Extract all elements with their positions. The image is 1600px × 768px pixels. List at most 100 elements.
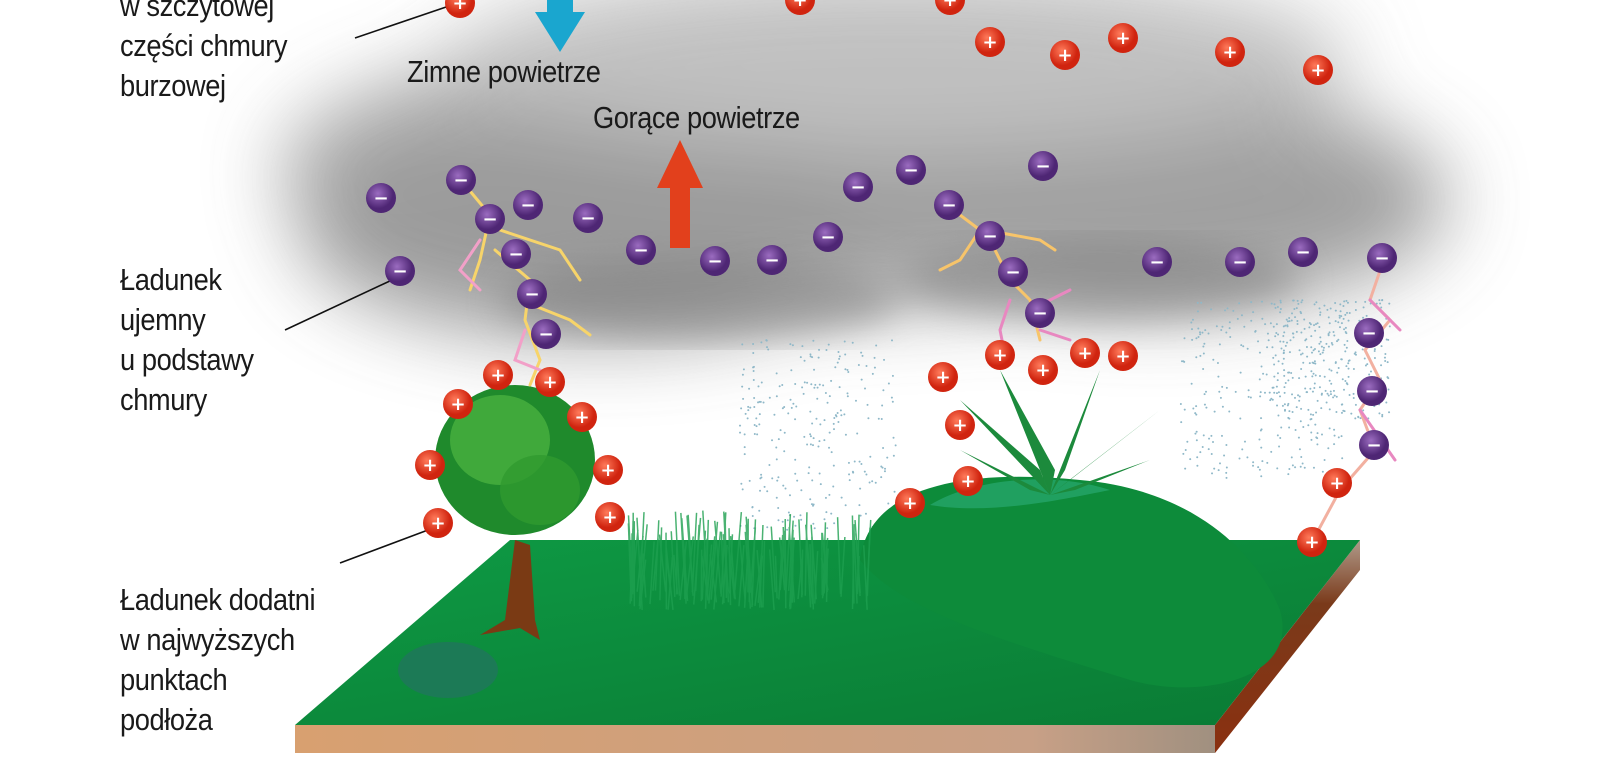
leader-line-top <box>354 4 453 39</box>
svg-text:−: − <box>941 195 956 216</box>
negative-charge-icon: − <box>446 165 476 195</box>
negative-charge-icon: − <box>1357 376 1387 406</box>
svg-text:+: + <box>450 394 465 415</box>
svg-text:−: − <box>764 250 779 271</box>
svg-text:+: + <box>960 471 975 492</box>
leader-line-positive <box>339 529 429 564</box>
soil-side-face <box>1215 540 1360 753</box>
label-top-charge: w szczytowej części chmury burzowej <box>120 0 288 106</box>
positive-charge-icon: + <box>415 450 445 480</box>
charges: ++++++++++++++++++++++++++−−−−−−−−−−−−−−… <box>366 0 1397 557</box>
svg-text:−: − <box>633 240 648 261</box>
svg-text:−: − <box>1005 262 1020 283</box>
tree <box>435 385 595 640</box>
palm-plant <box>960 370 1160 495</box>
negative-charge-icon: − <box>813 222 843 252</box>
negative-charge-icon: − <box>896 155 926 185</box>
svg-text:+: + <box>992 345 1007 366</box>
svg-text:+: + <box>902 493 917 514</box>
positive-charge-icon: + <box>985 340 1015 370</box>
svg-text:+: + <box>1329 473 1344 494</box>
positive-charge-icon: + <box>443 389 473 419</box>
svg-text:−: − <box>1364 381 1379 402</box>
positive-charge-icon: + <box>1297 527 1327 557</box>
svg-text:+: + <box>452 0 467 14</box>
label-line: Ładunek <box>120 262 222 297</box>
svg-text:+: + <box>1304 532 1319 553</box>
positive-charge-icon: + <box>445 0 475 18</box>
negative-charge-icon: − <box>626 235 656 265</box>
cold-air-arrow <box>535 0 585 52</box>
svg-text:−: − <box>1374 248 1389 269</box>
svg-text:−: − <box>1232 252 1247 273</box>
svg-text:−: − <box>1366 435 1381 456</box>
negative-charge-icon: − <box>1367 243 1397 273</box>
positive-charge-icon: + <box>1215 37 1245 67</box>
label-line: Ładunek dodatni <box>120 582 316 617</box>
positive-charge-icon: + <box>975 27 1005 57</box>
svg-text:+: + <box>574 407 589 428</box>
lightning-bolts <box>458 183 1402 544</box>
negative-charge-icon: − <box>531 319 561 349</box>
positive-charge-icon: + <box>1108 341 1138 371</box>
leader-line-negative <box>284 279 393 331</box>
label-line: w najwyższych <box>120 622 295 657</box>
negative-charge-icon: − <box>843 172 873 202</box>
label-negative-charge: Ładunek ujemny u podstawy chmury <box>120 260 254 420</box>
negative-charge-icon: − <box>1354 318 1384 348</box>
svg-text:−: − <box>1032 303 1047 324</box>
positive-charge-icon: + <box>945 410 975 440</box>
svg-text:+: + <box>542 372 557 393</box>
svg-text:−: − <box>482 209 497 230</box>
svg-text:−: − <box>373 188 388 209</box>
svg-text:+: + <box>952 415 967 436</box>
svg-text:−: − <box>453 170 468 191</box>
negative-charge-icon: − <box>1142 247 1172 277</box>
svg-text:+: + <box>602 507 617 528</box>
label-line: u podstawy <box>120 342 254 377</box>
negative-charge-icon: − <box>1225 247 1255 277</box>
positive-charge-icon: + <box>953 466 983 496</box>
negative-charge-icon: − <box>385 256 415 286</box>
positive-charge-icon: + <box>1108 23 1138 53</box>
ground-block <box>295 476 1360 753</box>
label-positive-charge: Ładunek dodatni w najwyższych punktach p… <box>120 580 316 740</box>
positive-charge-icon: + <box>1322 468 1352 498</box>
svg-text:−: − <box>707 251 722 272</box>
tree-trunk <box>480 540 540 640</box>
svg-text:−: − <box>820 227 835 248</box>
negative-charge-icon: − <box>517 279 547 309</box>
negative-charge-icon: − <box>757 245 787 275</box>
positive-charge-icon: + <box>595 502 625 532</box>
svg-text:+: + <box>1222 42 1237 63</box>
svg-text:−: − <box>520 195 535 216</box>
svg-text:+: + <box>792 0 807 11</box>
svg-text:+: + <box>1077 343 1092 364</box>
negative-charge-icon: − <box>934 190 964 220</box>
svg-text:−: − <box>392 261 407 282</box>
svg-text:−: − <box>982 226 997 247</box>
svg-text:−: − <box>1035 156 1050 177</box>
positive-charge-icon: + <box>1303 55 1333 85</box>
svg-text:−: − <box>508 244 523 265</box>
hot-air-arrow <box>657 140 703 248</box>
svg-text:−: − <box>1361 323 1376 344</box>
svg-text:+: + <box>490 365 505 386</box>
svg-text:−: − <box>850 177 865 198</box>
soil-front-face <box>295 725 1215 753</box>
positive-charge-icon: + <box>895 488 925 518</box>
negative-charge-icon: − <box>1028 151 1058 181</box>
positive-charge-icon: + <box>567 402 597 432</box>
label-line: punktach <box>120 662 228 697</box>
svg-text:+: + <box>1057 45 1072 66</box>
svg-text:+: + <box>600 460 615 481</box>
positive-charge-icon: + <box>1070 338 1100 368</box>
svg-text:+: + <box>1035 360 1050 381</box>
negative-charge-icon: − <box>501 239 531 269</box>
label-line: burzowej <box>120 68 226 103</box>
tall-grass <box>627 510 872 611</box>
label-line: ujemny <box>120 302 206 337</box>
svg-text:+: + <box>942 0 957 11</box>
svg-text:+: + <box>935 367 950 388</box>
